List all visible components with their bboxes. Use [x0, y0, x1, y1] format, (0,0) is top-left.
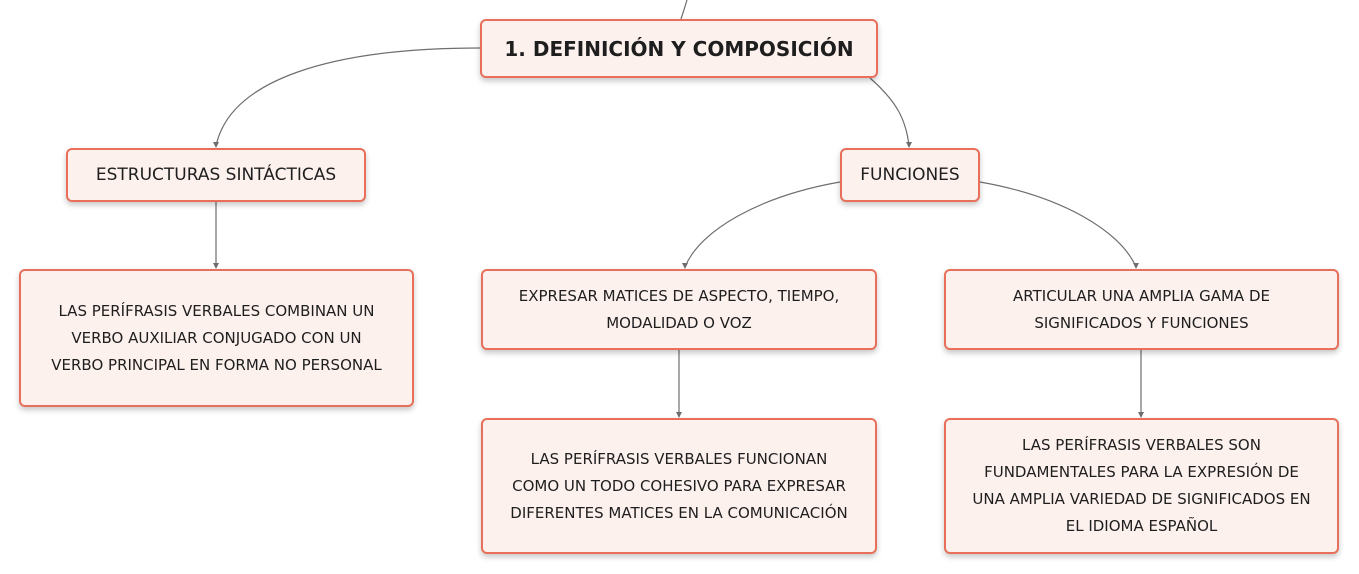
node-expresar-matices[interactable]: EXPRESAR MATICES DE ASPECTO, TIEMPO, MOD… — [481, 269, 877, 350]
edge-root-estructuras — [215, 47, 481, 147]
node-text-line: SIGNIFICADOS Y FUNCIONES — [1034, 313, 1249, 332]
node-text-line: COMO UN TODO COHESIVO PARA EXPRESAR — [512, 476, 846, 495]
node-text-line: UNA AMPLIA VARIEDAD DE SIGNIFICADOS EN — [972, 490, 1311, 508]
node-text-line: VERBO AUXILIAR CONJUGADO CON UN — [71, 328, 362, 347]
edge-incoming-root — [680, 0, 688, 20]
node-text-line: ARTICULAR UNA AMPLIA GAMA DE — [1013, 286, 1270, 305]
node-text-line: DIFERENTES MATICES EN LA COMUNICACIÓN — [510, 503, 848, 522]
node-text-line: EL IDIOMA ESPAÑOL — [1065, 517, 1218, 535]
node-funciones[interactable]: FUNCIONES — [840, 148, 980, 202]
node-text-line: LAS PERÍFRASIS VERBALES SON — [1022, 436, 1261, 454]
root-node-definicion[interactable]: 1. DEFINICIÓN Y COMPOSICIÓN — [480, 19, 878, 78]
node-text-line: FUNDAMENTALES PARA LA EXPRESIÓN DE — [984, 463, 1299, 481]
node-text-line: LAS PERÍFRASIS VERBALES FUNCIONAN — [530, 449, 828, 468]
edge-funciones-expresar — [684, 181, 841, 268]
node-estructuras-sintacticas[interactable]: ESTRUCTURAS SINTÁCTICAS — [66, 148, 366, 202]
node-expresar-detail[interactable]: LAS PERÍFRASIS VERBALES FUNCIONAN COMO U… — [481, 418, 877, 554]
root-node-label: 1. DEFINICIÓN Y COMPOSICIÓN — [504, 36, 854, 61]
node-funciones-label: FUNCIONES — [860, 165, 960, 185]
edge-funciones-articular — [979, 181, 1137, 268]
edge-root-funciones — [869, 77, 910, 147]
node-articular-gama[interactable]: ARTICULAR UNA AMPLIA GAMA DE SIGNIFICADO… — [944, 269, 1339, 350]
node-articular-detail[interactable]: LAS PERÍFRASIS VERBALES SON FUNDAMENTALE… — [944, 418, 1339, 554]
node-text-line: EXPRESAR MATICES DE ASPECTO, TIEMPO, — [518, 286, 840, 305]
node-text-line: VERBO PRINCIPAL EN FORMA NO PERSONAL — [51, 355, 382, 374]
node-text-line: MODALIDAD O VOZ — [606, 313, 752, 332]
node-estructuras-label: ESTRUCTURAS SINTÁCTICAS — [95, 165, 337, 185]
node-estructuras-detail[interactable]: LAS PERÍFRASIS VERBALES COMBINAN UN VERB… — [19, 269, 414, 407]
node-text-line: LAS PERÍFRASIS VERBALES COMBINAN UN — [58, 301, 375, 320]
